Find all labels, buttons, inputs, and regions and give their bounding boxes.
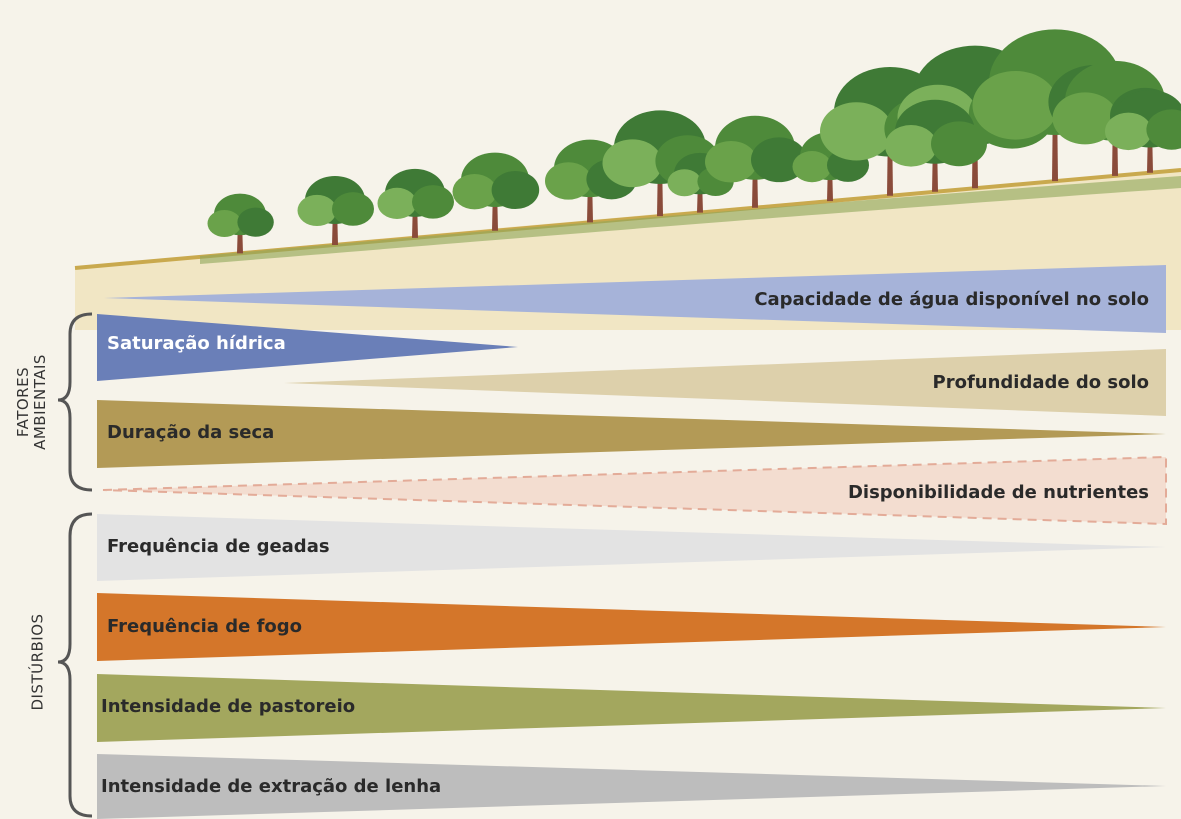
tree-icon	[297, 175, 374, 245]
wedge-grazing	[97, 674, 1166, 742]
label-grazing: Intensidade de pastoreio	[101, 696, 356, 717]
label-frost: Frequência de geadas	[107, 536, 330, 557]
tree-icon	[207, 193, 274, 254]
label-soil-depth: Profundidade do solo	[932, 372, 1149, 393]
group-label-environmental-line1: FATORES	[14, 366, 32, 438]
wedge-soil-depth	[284, 349, 1166, 416]
brace-environmental	[57, 312, 93, 492]
tree-icon	[377, 168, 454, 238]
tree-icon	[705, 115, 807, 208]
trees-group	[207, 29, 1181, 254]
group-label-environmental: FATORES AMBIENTAIS	[14, 354, 49, 450]
wedge-drought-duration	[97, 400, 1166, 468]
wedge-water-capacity	[104, 265, 1166, 333]
label-firewood: Intensidade de extração de lenha	[101, 776, 442, 797]
wedge-frost	[97, 514, 1166, 581]
label-fire: Frequência de fogo	[107, 616, 303, 637]
label-nutrients: Disponibilidade de nutrientes	[847, 482, 1149, 503]
label-drought-duration: Duração da seca	[107, 422, 275, 443]
group-label-environmental-line2: AMBIENTAIS	[31, 354, 49, 450]
tree-icon	[452, 152, 540, 231]
wedge-nutrients	[102, 455, 1167, 526]
tree-icon	[1105, 89, 1181, 173]
wedge-fire	[97, 593, 1166, 661]
label-water-capacity: Capacidade de água disponível no solo	[754, 289, 1149, 310]
wedge-waterlogging	[97, 314, 518, 381]
tree-icon	[885, 99, 987, 192]
wedge-firewood	[97, 754, 1166, 819]
brace-disturbances	[57, 512, 93, 818]
group-label-disturbances: DISTÚRBIOS	[28, 613, 47, 711]
grass-strip	[200, 176, 1181, 264]
label-waterlogging: Saturação hídrica	[107, 333, 286, 354]
